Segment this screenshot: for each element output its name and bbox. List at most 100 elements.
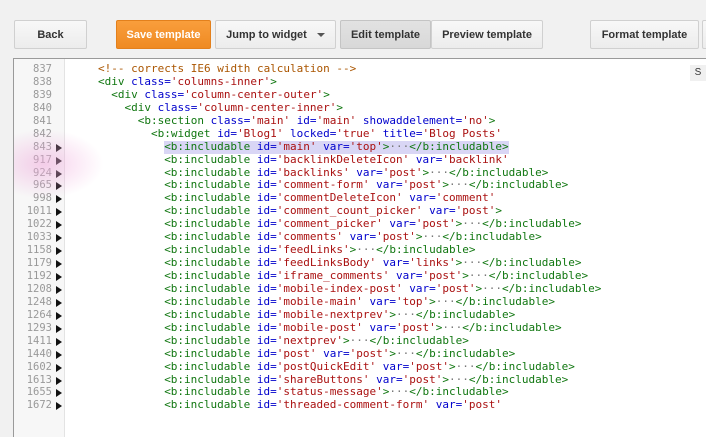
code-line[interactable]: 843<b:includable id='main' var='top'>···… — [14, 139, 706, 154]
code-line[interactable]: 1208<b:includable id='mobile-index-post'… — [14, 281, 706, 296]
fold-arrow-icon[interactable] — [56, 169, 62, 178]
code-line[interactable]: 1613<b:includable id='shareButtons' var=… — [14, 372, 706, 387]
fold-arrow-icon[interactable] — [56, 363, 62, 372]
code-token: </b:includable> — [482, 217, 582, 231]
code-line[interactable]: 840<div class='column-center-inner'> — [14, 100, 706, 115]
code-token: 'shareButtons' — [276, 372, 377, 386]
code-line[interactable]: 1022<b:includable id='comment_picker' va… — [14, 217, 706, 231]
fold-arrow-icon[interactable] — [56, 311, 62, 320]
code-line[interactable]: 842<b:widget id='Blog1' locked='true' ti… — [14, 126, 706, 141]
code-line[interactable]: 924<b:includable id='backlinks' var='pos… — [14, 165, 706, 180]
code-line[interactable]: 838<div class='columns-inner'> — [14, 74, 706, 89]
code-token: var= — [369, 320, 397, 334]
code-line[interactable]: 1411<b:includable id='nextprev'>···</b:i… — [14, 333, 706, 348]
fold-arrow-icon[interactable] — [56, 324, 62, 333]
code-token: > — [382, 139, 390, 153]
code-token: ··· — [468, 269, 489, 282]
fold-arrow-icon[interactable] — [56, 402, 62, 411]
code-lines: 837<!-- corrects IE6 width calculation -… — [14, 62, 706, 412]
fold-arrow-icon[interactable] — [56, 208, 62, 217]
fold-arrow-icon[interactable] — [56, 376, 62, 385]
code-line[interactable]: 1293<b:includable id='mobile-post' var='… — [14, 320, 706, 335]
fold-arrow-icon[interactable] — [56, 285, 62, 294]
code-token: > — [475, 281, 483, 295]
code-line[interactable]: 1033<b:includable id='comments' var='pos… — [14, 230, 706, 244]
code-token: var= — [409, 191, 436, 205]
fold-arrow-icon[interactable] — [56, 234, 62, 243]
code-token: </b:includable> — [449, 165, 549, 179]
back-button[interactable]: Back — [14, 20, 87, 49]
code-token: ··· — [356, 243, 377, 257]
code-token: ··· — [455, 359, 476, 373]
code-text: <b:includable id='comment-form' var='pos… — [164, 178, 568, 192]
code-token: > — [422, 165, 430, 179]
save-template-button[interactable]: Save template — [116, 20, 211, 49]
jump-to-widget-dropdown[interactable]: Jump to widget — [215, 20, 336, 49]
fold-arrow-icon[interactable] — [56, 182, 62, 191]
code-token: <b:section — [137, 113, 211, 127]
code-text: <b:includable id='iframe_comments' var='… — [164, 269, 588, 283]
code-line[interactable]: 998<b:includable id='commentDeleteIcon' … — [14, 191, 706, 205]
fold-arrow-icon[interactable] — [56, 298, 62, 307]
code-line[interactable]: 1655<b:includable id='status-message'>··… — [14, 385, 706, 399]
jump-to-widget-label: Jump to widget — [226, 28, 307, 41]
code-token: ··· — [442, 320, 463, 334]
code-line[interactable]: 1672<b:includable id='threaded-comment-f… — [14, 398, 706, 412]
format-template-button[interactable]: Format template — [590, 20, 699, 49]
code-text: <div class='columns-inner'> — [98, 74, 277, 89]
fold-arrow-icon[interactable] — [56, 247, 62, 256]
fold-arrow-icon[interactable] — [56, 260, 62, 269]
code-line[interactable]: 841<b:section class='main' id='main' sho… — [14, 113, 706, 128]
code-token: <b:includable — [164, 204, 257, 218]
code-token: <div — [98, 74, 132, 88]
code-text: <!-- corrects IE6 width calculation --> — [98, 62, 356, 76]
code-line[interactable]: 1179<b:includable id='feedLinksBody' var… — [14, 256, 706, 270]
code-token: <b:includable — [164, 256, 257, 270]
fold-arrow-icon[interactable] — [56, 350, 62, 359]
code-line[interactable]: 1248<b:includable id='mobile-main' var='… — [14, 294, 706, 309]
code-editor[interactable]: 837<!-- corrects IE6 width calculation -… — [13, 58, 706, 437]
code-token: 'mobile-main' — [276, 294, 370, 308]
code-line[interactable]: 837<!-- corrects IE6 width calculation -… — [14, 62, 706, 76]
line-number: 839 — [33, 88, 52, 101]
code-text: <b:widget id='Blog1' locked='true' title… — [151, 126, 502, 141]
code-token: <b:includable — [164, 217, 257, 231]
code-line[interactable]: 1192<b:includable id='iframe_comments' v… — [14, 269, 706, 283]
code-line[interactable]: 1440<b:includable id='post' var='post'>·… — [14, 346, 706, 361]
code-token: id= — [256, 269, 277, 282]
code-line[interactable]: 1602<b:includable id='postQuickEdit' var… — [14, 359, 706, 374]
code-token: 'nextprev' — [276, 333, 344, 347]
fold-arrow-icon[interactable] — [56, 143, 62, 152]
code-token: var= — [369, 294, 397, 308]
code-token: </b:includable> — [442, 230, 542, 244]
code-token: id= — [256, 165, 277, 179]
code-token: var= — [323, 346, 350, 360]
preview-template-tab[interactable]: Preview template — [431, 20, 543, 49]
overflow-button[interactable] — [702, 20, 706, 49]
code-token: showaddelement= — [362, 113, 463, 127]
fold-arrow-icon[interactable] — [56, 221, 62, 230]
code-token: title= — [382, 126, 423, 140]
fold-arrow-icon[interactable] — [56, 195, 62, 204]
code-line[interactable]: 1011<b:includable id='comment_count_pick… — [14, 204, 706, 218]
code-token: <b:includable — [164, 333, 257, 347]
code-line[interactable]: 839<div class='column-center-outer'> — [14, 88, 706, 102]
code-line[interactable]: 1158<b:includable id='feedLinks'>···</b:… — [14, 243, 706, 257]
code-token: 'comment_picker' — [276, 217, 390, 231]
code-line[interactable]: 1264<b:includable id='mobile-nextprev'>·… — [14, 308, 706, 322]
edit-template-tab[interactable]: Edit template — [340, 20, 431, 49]
code-token: 'main' — [276, 139, 324, 153]
editor-side-button[interactable]: S — [690, 65, 706, 81]
code-token: 'post' — [376, 230, 416, 244]
code-token: class= — [210, 113, 251, 127]
code-token: ··· — [389, 385, 410, 399]
code-line[interactable]: 917<b:includable id='backlinkDeleteIcon'… — [14, 153, 706, 167]
code-token: 'comment' — [435, 191, 496, 205]
fold-arrow-icon[interactable] — [56, 337, 62, 346]
fold-arrow-icon[interactable] — [56, 156, 62, 165]
code-text: <b:includable id='threaded-comment-form'… — [164, 398, 502, 412]
code-token: 'column-center-inner' — [197, 100, 337, 114]
fold-arrow-icon[interactable] — [56, 389, 62, 398]
code-token: id= — [256, 359, 277, 373]
fold-arrow-icon[interactable] — [56, 273, 62, 281]
